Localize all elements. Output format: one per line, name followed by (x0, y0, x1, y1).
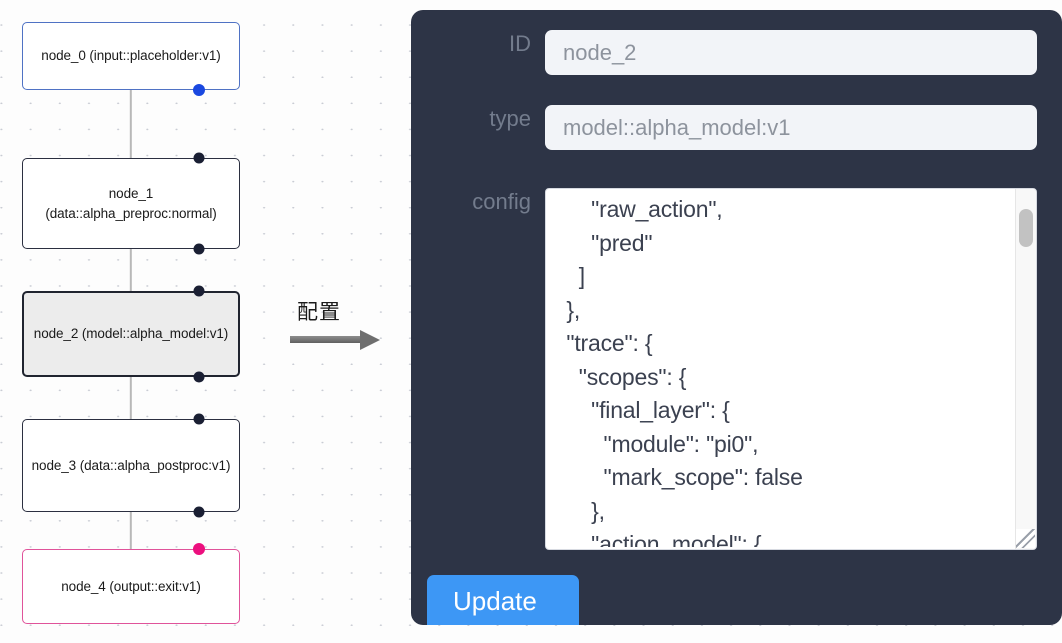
config-textarea-content[interactable]: "raw_action", "pred" ] }, "trace": { "sc… (566, 196, 803, 547)
id-field-label: ID (509, 31, 531, 56)
node-inspector-panel: ID type config "raw_action", "pred" ] },… (411, 10, 1062, 625)
node_2-output-port[interactable] (193, 371, 205, 383)
graph-node-node_0[interactable]: node_0 (input::placeholder:v1) (22, 22, 240, 90)
graph-node-label: node_1 (data::alpha_preproc:normal) (45, 185, 217, 221)
resize-handle-icon[interactable] (1016, 529, 1035, 548)
graph-node-node_3[interactable]: node_3 (data::alpha_postproc:v1) (22, 419, 240, 512)
edge-node2-node3 (129, 377, 133, 419)
edge-node0-node1 (129, 90, 133, 158)
right-arrow-head-icon (360, 329, 380, 350)
graph-node-node_1[interactable]: node_1 (data::alpha_preproc:normal) (22, 158, 240, 249)
id-field-row: ID (425, 30, 1037, 75)
graph-node-label: node_4 (output::exit:v1) (61, 578, 201, 594)
node_3-input-port[interactable] (193, 413, 205, 425)
graph-node-label: node_2 (model::alpha_model:v1) (33, 326, 229, 341)
config-scrollbar-thumb[interactable] (1019, 209, 1033, 247)
node_1-input-port[interactable] (193, 152, 205, 164)
config-field-row: config "raw_action", "pred" ] }, "trace"… (425, 188, 1037, 550)
node_1-output-port[interactable] (193, 243, 205, 255)
config-textarea[interactable]: "raw_action", "pred" ] }, "trace": { "sc… (545, 188, 1037, 550)
type-field-label: type (489, 106, 531, 131)
flow-connector: 配置 (287, 296, 397, 366)
config-scrollbar[interactable] (1015, 189, 1036, 549)
type-input[interactable] (545, 105, 1037, 150)
node_3-output-port[interactable] (193, 506, 205, 518)
connector-caption: 配置 (297, 300, 341, 324)
graph-node-label: node_0 (input::placeholder:v1) (41, 48, 221, 63)
node_4-input-port[interactable] (193, 543, 205, 555)
edge-node1-node2 (129, 249, 133, 291)
node-graph-canvas[interactable]: node_0 (input::placeholder:v1) node_1 (d… (0, 0, 398, 643)
edge-node3-node4 (129, 512, 133, 549)
right-arrow-icon (290, 336, 362, 343)
node_0-output-port[interactable] (193, 84, 205, 96)
graph-node-node_2[interactable]: node_2 (model::alpha_model:v1) (22, 291, 240, 377)
graph-node-label: node_3 (data::alpha_postproc:v1) (31, 457, 231, 473)
update-button[interactable]: Update (427, 575, 579, 625)
graph-node-node_4[interactable]: node_4 (output::exit:v1) (22, 549, 240, 624)
node_2-input-port[interactable] (193, 285, 205, 297)
type-field-row: type (425, 105, 1037, 150)
id-input[interactable] (545, 30, 1037, 75)
config-field-label: config (472, 189, 531, 214)
